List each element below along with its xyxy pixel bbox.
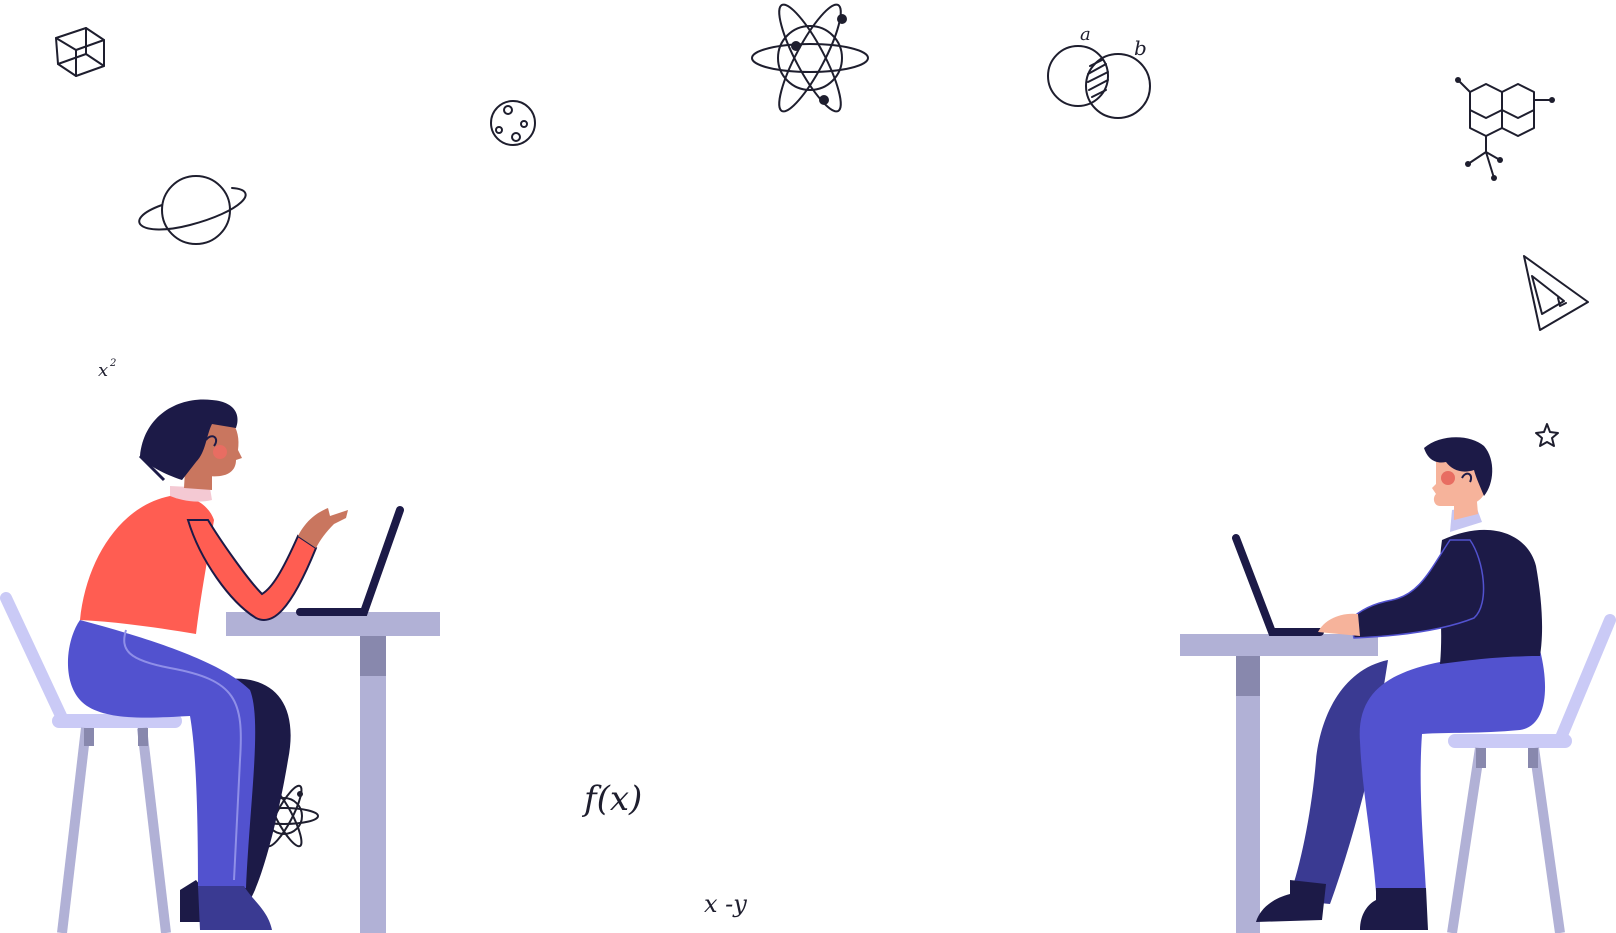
molecule-doodle <box>1455 77 1555 181</box>
moon-doodle <box>490 100 536 146</box>
man-figure <box>1256 437 1546 930</box>
x-squared-exponent: 2 <box>109 358 116 369</box>
planet-ring-doodle <box>138 175 247 245</box>
function-doodle: f(x) <box>581 779 642 819</box>
venn-label-a: a <box>1080 24 1091 45</box>
right-laptop <box>1232 534 1324 636</box>
cube-doodle <box>55 27 105 77</box>
star-doodle <box>1535 423 1559 447</box>
venn-label-b: b <box>1134 36 1147 60</box>
x-squared-base: x <box>98 360 108 381</box>
x-squared-doodle: x 2 <box>98 358 116 381</box>
function-text: f(x) <box>581 779 642 819</box>
left-laptop <box>296 506 404 616</box>
triangle-ruler-doodle <box>1523 255 1589 331</box>
difference-doodle: x -y <box>704 890 747 918</box>
venn-diagram-doodle: a b <box>1047 24 1151 119</box>
left-chair <box>0 592 182 933</box>
right-desk <box>1180 634 1378 933</box>
atom-doodle <box>751 3 869 113</box>
woman-figure <box>67 399 348 930</box>
right-chair <box>1447 614 1616 933</box>
difference-text: x -y <box>704 890 747 918</box>
